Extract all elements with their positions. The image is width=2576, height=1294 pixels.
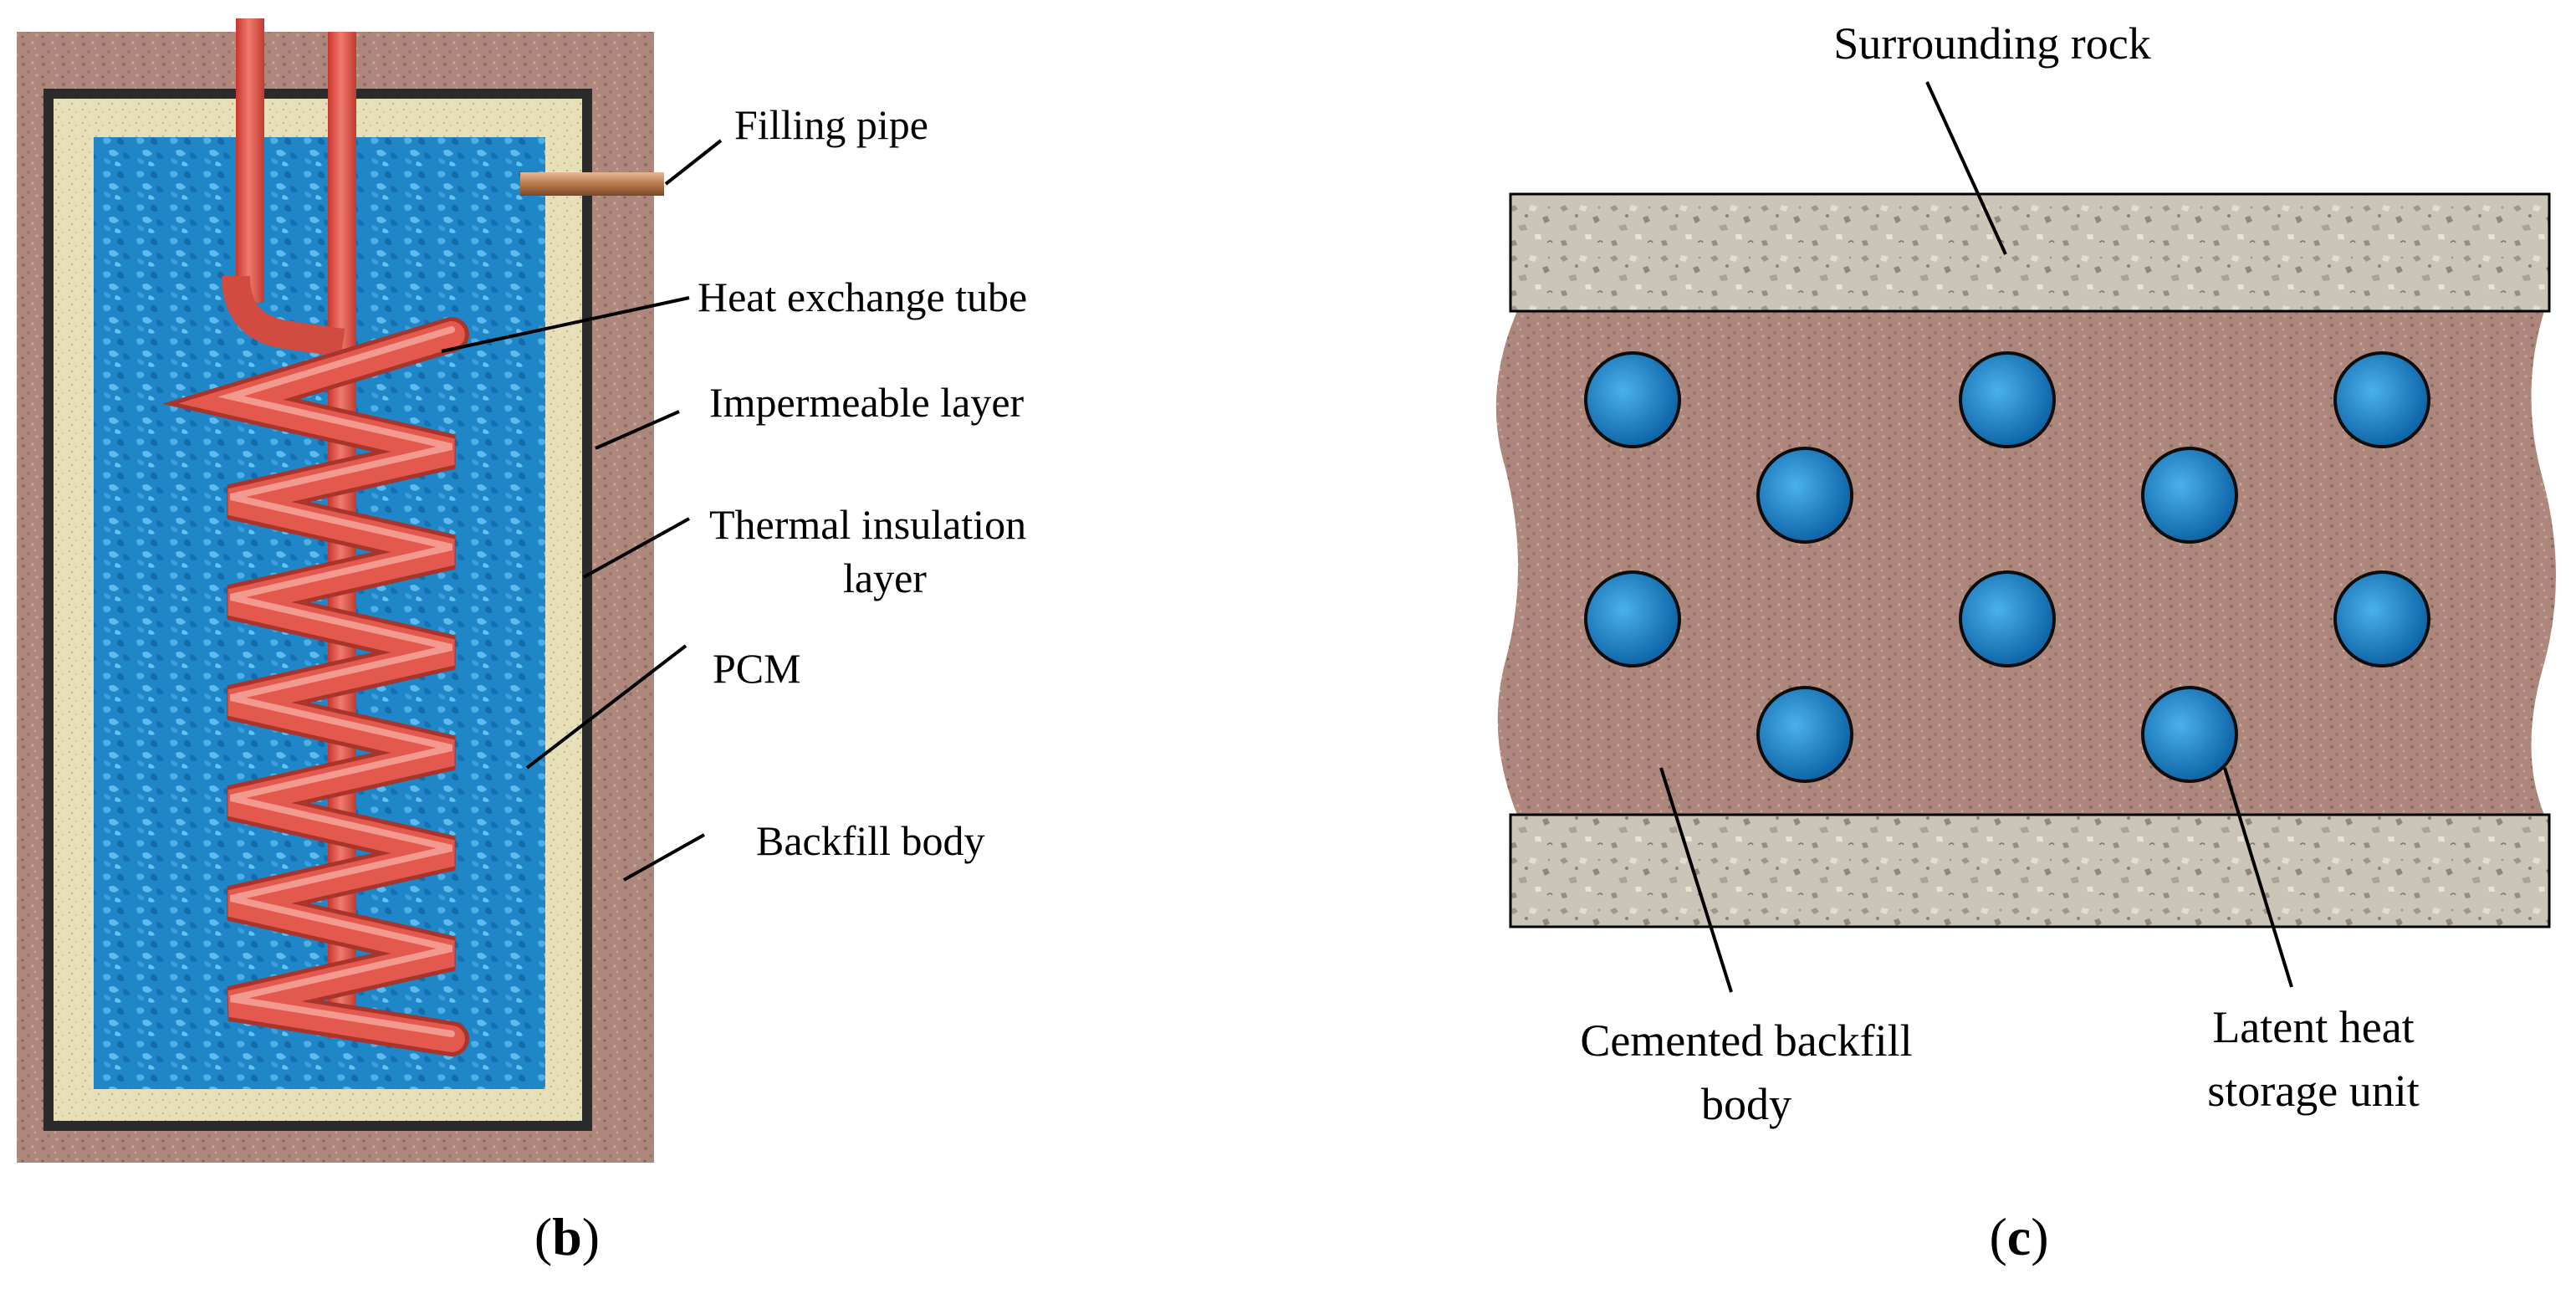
latent-heat-storage-units [1584,351,2430,783]
caption-b: (b) [534,1207,600,1266]
storage-unit [2141,686,2238,783]
label-pcm: PCM [713,645,801,692]
panel-c: Surrounding rock Cemented backfill body … [1495,18,2556,1266]
surrounding-rock-top [1509,192,2551,313]
label-impermeable-layer: Impermeable layer [709,379,1025,426]
label-heat-exchange-tube: Heat exchange tube [698,274,1027,320]
storage-unit [2333,570,2430,667]
filling-pipe [520,172,664,196]
storage-unit [2333,351,2430,448]
storage-unit [1584,351,1681,448]
heat-exchange-coil [162,317,469,1056]
storage-unit [1584,570,1681,667]
panel-b: Filling pipe Heat exchange tube Impermea… [17,18,1027,1266]
tube-bend [222,275,345,357]
panel-b-leaders [441,139,723,882]
storage-unit [1959,570,2056,667]
leader-cemented-backfill [1659,767,1733,993]
label-thermal-insulation-line1: Thermal insulation [709,501,1026,548]
storage-unit [1756,686,1853,783]
leader-backfill-body [623,833,705,882]
leader-heat-exchange-tube [441,296,690,353]
label-backfill-body: Backfill body [756,817,985,864]
storage-unit [2141,447,2238,544]
leader-thermal-insulation [583,517,690,579]
leader-filling-pipe [664,139,723,186]
leader-impermeable-layer [595,410,680,450]
label-thermal-insulation-line2: layer [843,555,927,601]
leader-surrounding-rock [1925,81,2007,255]
leader-pcm [525,644,687,770]
tube-inlet [236,18,264,303]
cemented-backfill-body [1495,311,2556,815]
surrounding-rock-bottom [1509,813,2551,928]
caption-c: (c) [1989,1207,2048,1266]
label-cemented-line2: body [1701,1079,1791,1129]
label-latent-line1: Latent heat [2212,1002,2414,1052]
leader-latent-heat [2223,767,2293,988]
label-surrounding-rock: Surrounding rock [1833,18,2150,69]
panel-c-leaders [1659,81,2293,993]
storage-unit [1959,351,2056,448]
storage-unit [1756,447,1853,544]
label-filling-pipe: Filling pipe [734,101,928,148]
label-latent-line2: storage unit [2207,1066,2419,1116]
label-cemented-line1: Cemented backfill [1580,1015,1912,1066]
